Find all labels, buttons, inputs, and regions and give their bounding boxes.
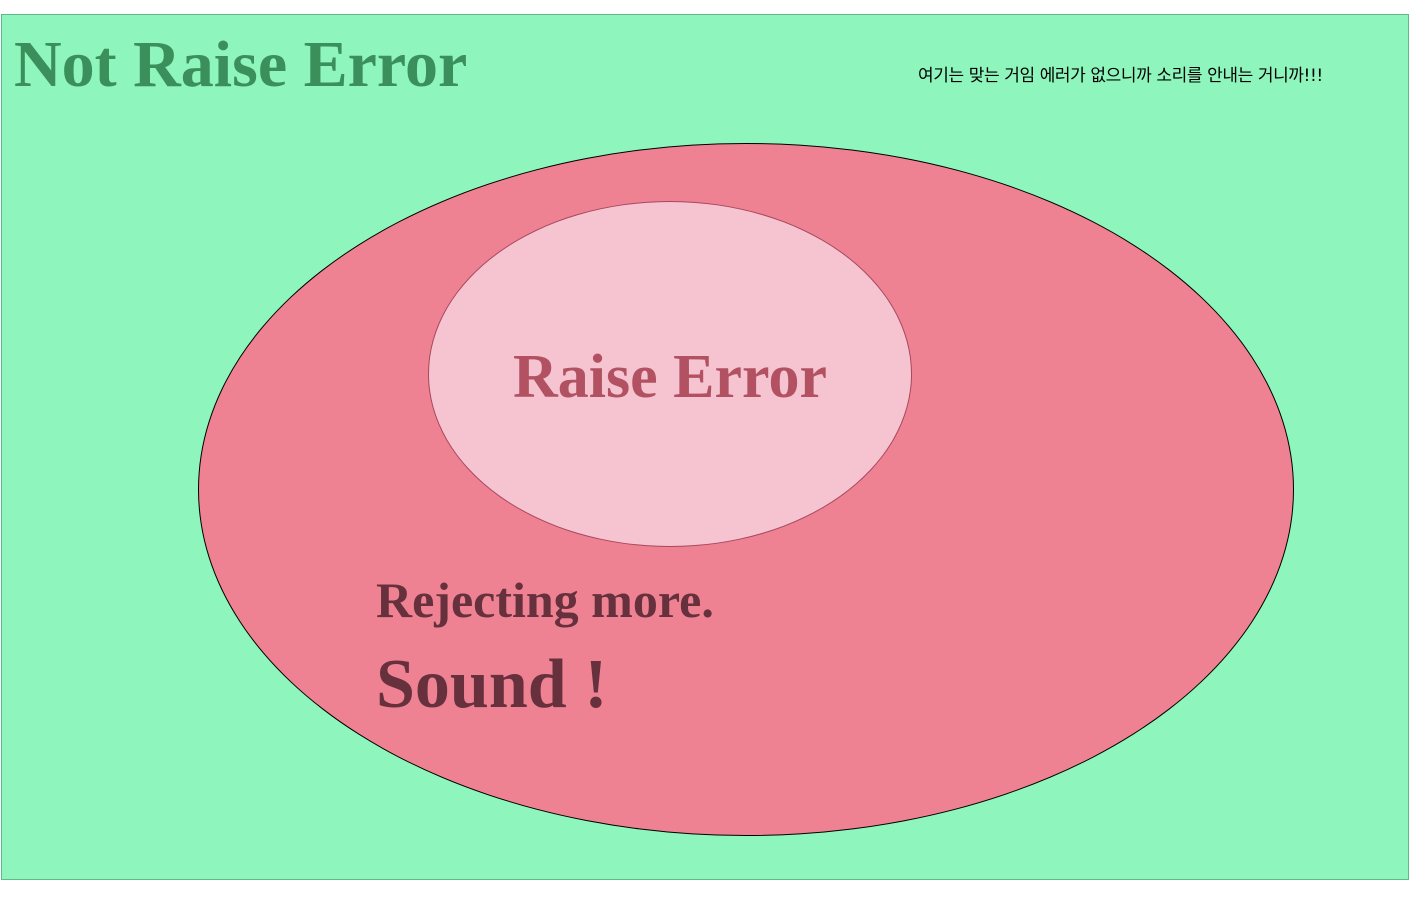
rejecting-more-label: Rejecting more. — [376, 572, 714, 628]
raise-error-ellipse — [428, 201, 912, 547]
raise-error-label: Raise Error — [513, 343, 827, 411]
not-raise-error-title: Not Raise Error — [14, 28, 468, 101]
korean-note: 여기는 맞는 거임 에러가 없으니까 소리를 안내는 거니까!!! — [918, 66, 1323, 86]
sound-label: Sound ! — [376, 646, 608, 723]
